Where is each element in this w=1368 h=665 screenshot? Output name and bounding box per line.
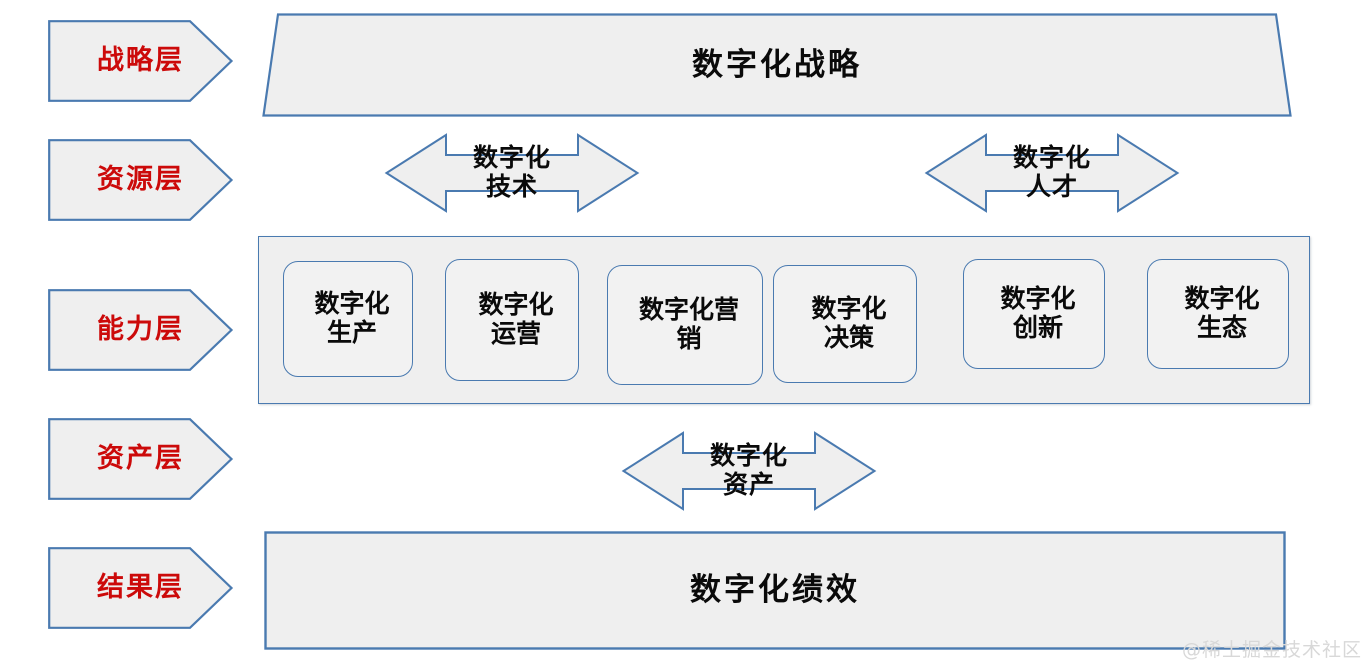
- stage-label-result[interactable]: 结果层: [48, 547, 234, 629]
- stage-label-strategy[interactable]: 战略层: [48, 20, 234, 102]
- capability-box-decision[interactable]: 数字化 决策: [773, 265, 917, 383]
- capability-box-ecosystem[interactable]: 数字化 生态: [1147, 259, 1289, 369]
- capability-box-text: 数字化 运营: [478, 290, 554, 349]
- resource-arrow-talent[interactable]: 数字化 人才: [924, 130, 1180, 216]
- capability-box-operation[interactable]: 数字化 运营: [445, 259, 579, 381]
- capability-box-text: 数字化 决策: [811, 294, 887, 353]
- capability-box-text: 数字化营 销: [638, 295, 739, 354]
- capability-box-production[interactable]: 数字化 生产: [283, 261, 413, 377]
- pentagon-arrow-icon: [48, 547, 234, 629]
- pentagon-arrow-icon: [48, 20, 234, 102]
- bidirectional-arrow-icon: [384, 133, 640, 213]
- capability-box-marketing[interactable]: 数字化营 销: [607, 265, 763, 385]
- stage-label-asset[interactable]: 资产层: [48, 418, 234, 500]
- rectangle-shape-icon: [264, 531, 1286, 650]
- pentagon-arrow-icon: [48, 289, 234, 371]
- trapezoid-shape-icon: [262, 13, 1292, 117]
- capability-layer-container: 数字化 生产 数字化 运营 数字化营 销 数字化 决策 数字化 创新 数字化 生…: [258, 236, 1310, 404]
- capability-box-text: 数字化 创新: [1000, 284, 1076, 343]
- result-banner[interactable]: 数字化绩效: [264, 531, 1286, 650]
- asset-arrow[interactable]: 数字化 资产: [621, 428, 877, 514]
- bidirectional-arrow-icon: [924, 133, 1180, 213]
- capability-box-text: 数字化 生产: [314, 289, 390, 348]
- bidirectional-arrow-icon: [621, 431, 877, 511]
- resource-arrow-tech[interactable]: 数字化 技术: [384, 130, 640, 216]
- capability-box-text: 数字化 生态: [1184, 284, 1260, 343]
- strategy-banner[interactable]: 数字化战略: [262, 13, 1292, 117]
- pentagon-arrow-icon: [48, 139, 234, 221]
- pentagon-arrow-icon: [48, 418, 234, 500]
- capability-box-innovation[interactable]: 数字化 创新: [963, 259, 1105, 369]
- watermark-text: @稀土掘金技术社区: [1181, 639, 1362, 661]
- stage-label-resource[interactable]: 资源层: [48, 139, 234, 221]
- stage-label-capability[interactable]: 能力层: [48, 289, 234, 371]
